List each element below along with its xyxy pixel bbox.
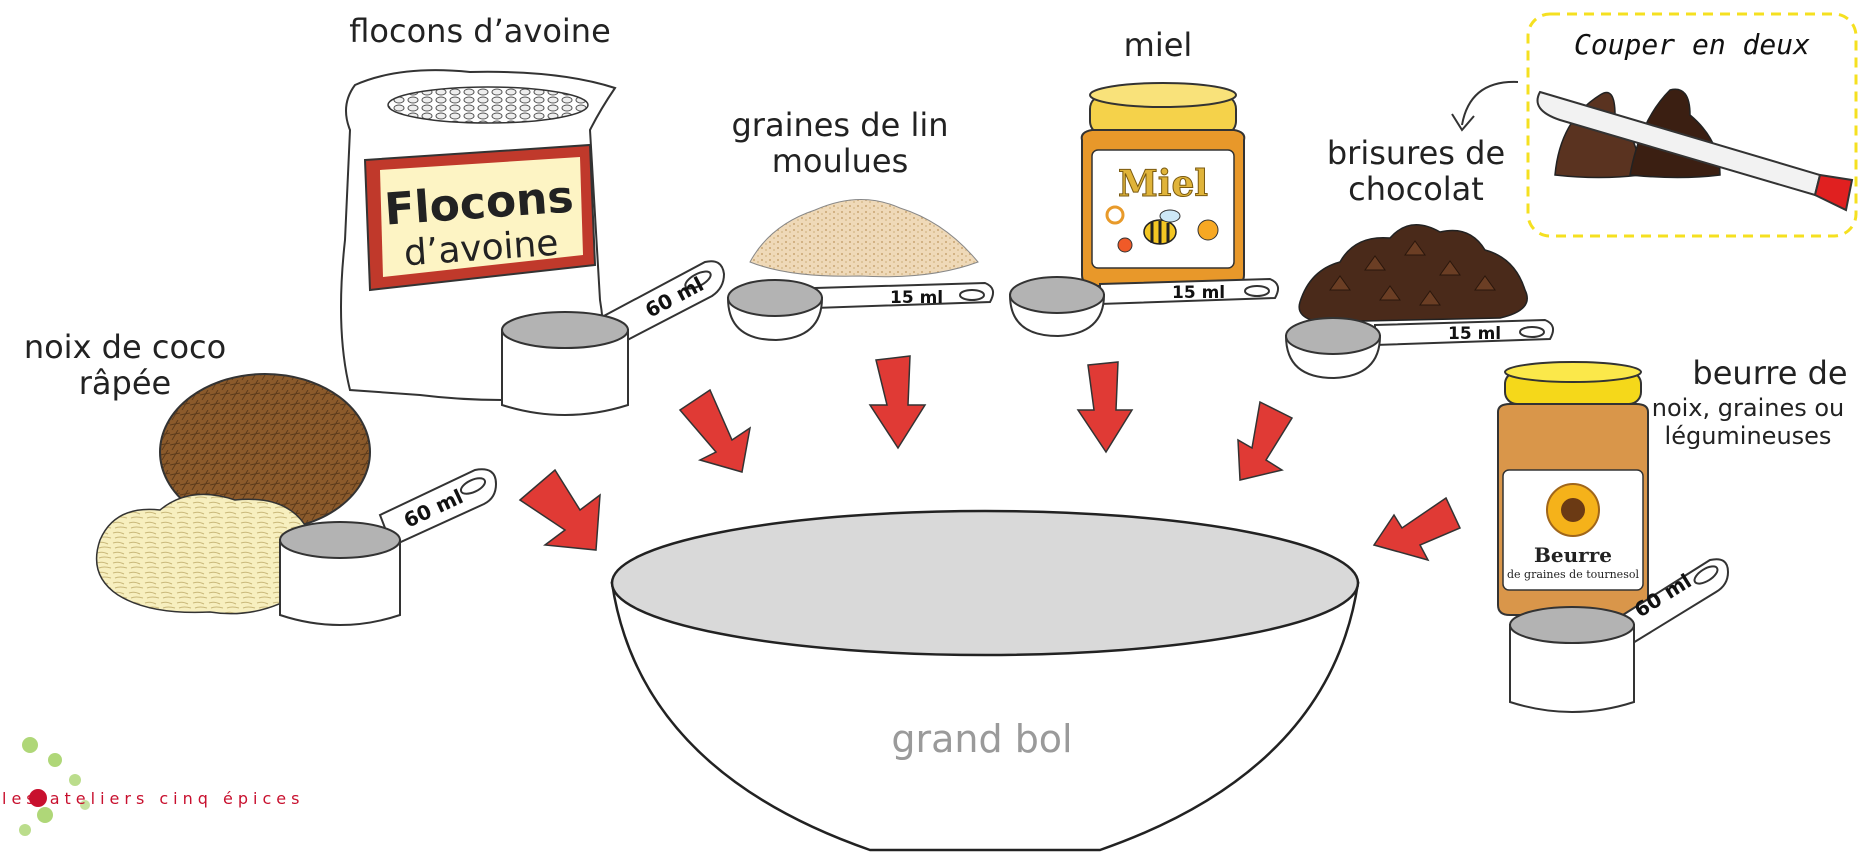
honey-jar-illustration: Miel xyxy=(1082,83,1245,286)
honey-jar-brand-text: Miel xyxy=(1118,163,1208,205)
callout-text: Couper en deux xyxy=(1574,28,1810,61)
flower-icon xyxy=(1198,220,1218,240)
flax-measuring-spoon: 15 ml xyxy=(728,280,993,340)
chocolate-measure-label: 15 ml xyxy=(1448,324,1501,344)
butter-jar-subtext: de graines de tournesol xyxy=(1507,568,1639,581)
butter-jar-illustration: Beurre de graines de tournesol xyxy=(1498,362,1648,615)
label-chocolate-line2: chocolat xyxy=(1348,170,1484,208)
arrow-butter-to-bowl xyxy=(1374,498,1460,560)
butter-jar-brand-text: Beurre xyxy=(1534,543,1612,567)
brand-logo: les ateliers cinq épices xyxy=(2,737,304,836)
label-coconut-line1: noix de coco xyxy=(24,328,226,366)
label-flax-line1: graines de lin xyxy=(731,106,948,144)
honey-measure-label: 15 ml xyxy=(1172,283,1225,303)
arrow-chocolate-to-bowl xyxy=(1238,402,1292,480)
callout-pointer-arrow xyxy=(1462,82,1518,125)
label-flax-line2: moulues xyxy=(772,142,909,180)
label-coconut-line2: râpée xyxy=(79,364,171,402)
arrow-oats-to-bowl xyxy=(680,390,750,472)
label-butter-line1: beurre de xyxy=(1692,354,1847,392)
arrow-honey-to-bowl xyxy=(1078,362,1132,452)
honey-measuring-spoon: 15 ml xyxy=(1010,277,1278,336)
flower-icon xyxy=(1107,207,1123,223)
brand-logo-text: les ateliers cinq épices xyxy=(2,789,304,808)
arrow-flax-to-bowl xyxy=(870,356,925,448)
large-bowl-illustration xyxy=(612,511,1358,850)
flower-icon xyxy=(1118,238,1132,252)
arrow-coconut-to-bowl xyxy=(520,470,600,550)
chocolate-chips-pile xyxy=(1299,225,1527,322)
label-oats: flocons d’avoine xyxy=(349,12,611,50)
label-butter-line3: légumineuses xyxy=(1665,422,1832,450)
flax-measure-label: 15 ml xyxy=(890,288,943,308)
label-chocolate-line1: brisures de xyxy=(1327,134,1505,172)
label-honey: miel xyxy=(1124,26,1193,64)
cut-in-half-callout: Couper en deux xyxy=(1528,14,1856,236)
label-bowl: grand bol xyxy=(891,717,1072,761)
flax-seed-pile xyxy=(750,199,978,276)
label-butter-line2: noix, graines ou xyxy=(1652,394,1845,422)
